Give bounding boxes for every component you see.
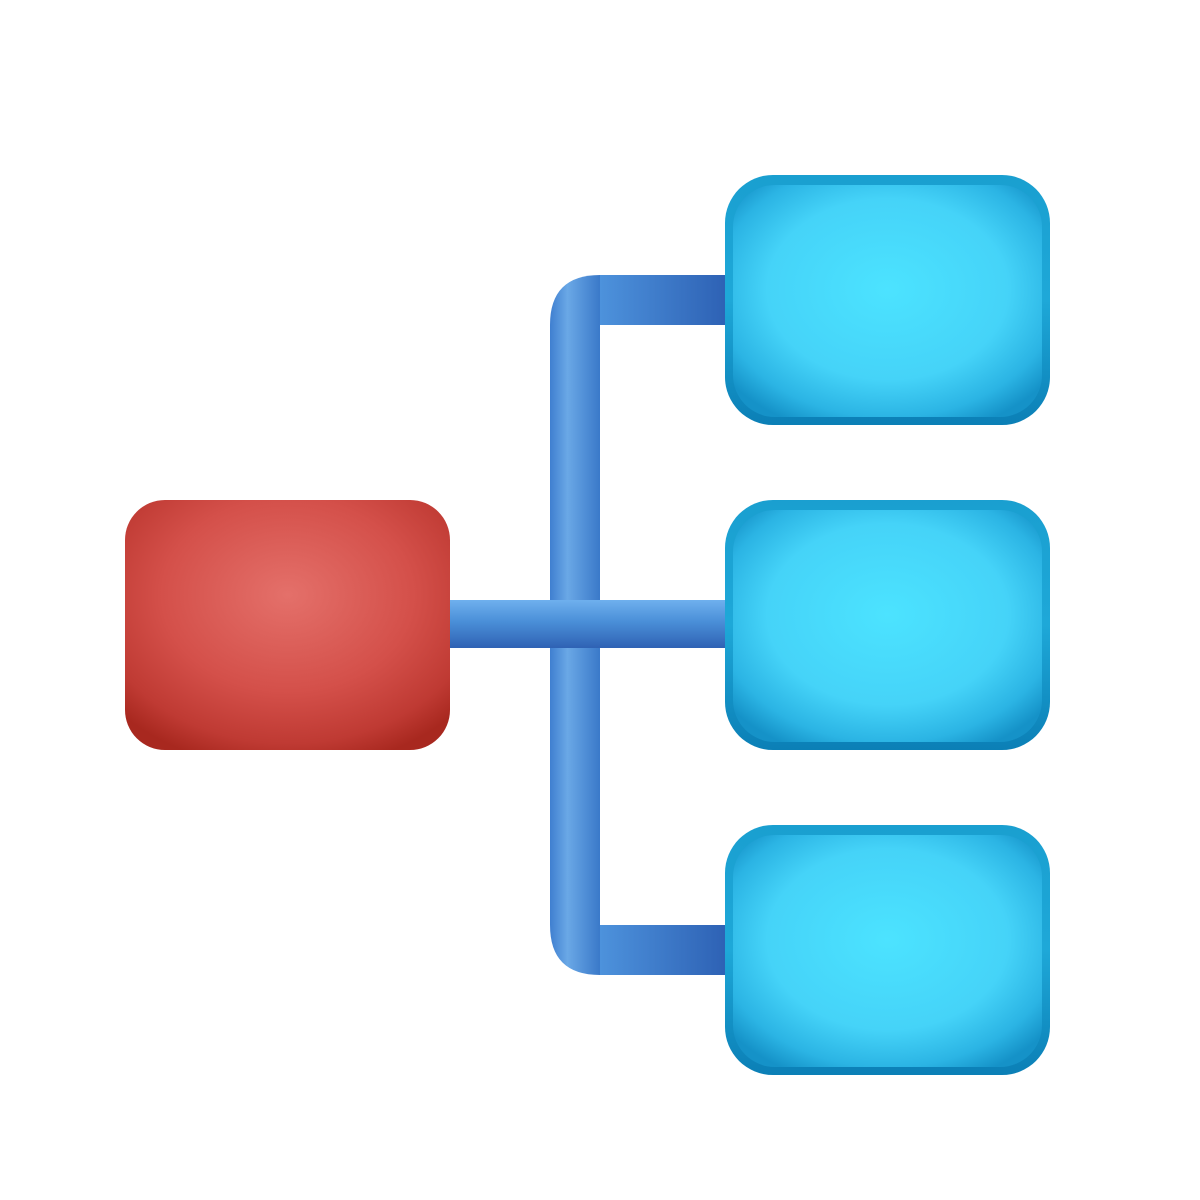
connector-branch-middle xyxy=(445,600,740,648)
connector-branch-top xyxy=(600,275,740,325)
child-node-3 xyxy=(725,825,1050,1075)
root-node xyxy=(125,500,450,750)
connector-branch-bottom xyxy=(600,925,740,975)
child-node-1 xyxy=(725,175,1050,425)
child-node-2 xyxy=(725,500,1050,750)
connector-lines xyxy=(445,275,740,975)
